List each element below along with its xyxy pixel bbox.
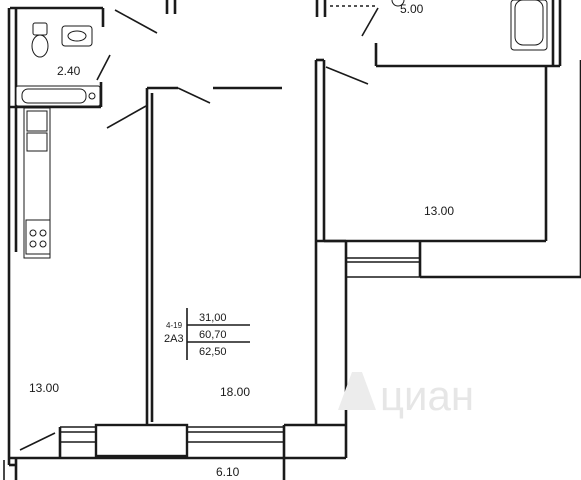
kitchen-fixtures bbox=[23, 107, 51, 259]
stove-burner bbox=[29, 240, 37, 248]
room-area-bathroom: 2.40 bbox=[57, 64, 81, 78]
stove-burner bbox=[39, 229, 47, 237]
door-swing-hall bbox=[114, 9, 158, 34]
door-swing-kitchen bbox=[106, 105, 147, 129]
door-swing-bath2 bbox=[361, 7, 379, 37]
legend-total-area: 60,70 bbox=[199, 329, 227, 341]
watermark: циан bbox=[338, 372, 474, 419]
watermark-text: циан bbox=[380, 372, 474, 419]
room-area-bath2: 5.00 bbox=[400, 2, 424, 16]
walls bbox=[3, 0, 581, 480]
stove-burner bbox=[29, 229, 37, 237]
room-area-living: 18.00 bbox=[220, 385, 250, 399]
door-swing-bedroom bbox=[325, 66, 369, 85]
watermark-logo-icon bbox=[338, 372, 376, 410]
kitchen-sink bbox=[26, 132, 48, 152]
room-area-bedroom: 13.00 bbox=[424, 204, 454, 218]
stove-burner bbox=[39, 240, 47, 248]
door-swings bbox=[19, 5, 379, 451]
legend-code-main: 2А3 bbox=[164, 333, 184, 345]
stove bbox=[25, 219, 51, 255]
bathtub-inner bbox=[21, 88, 87, 104]
bath2-tub-inner bbox=[514, 0, 544, 46]
room-area-kitchen: 13.00 bbox=[29, 381, 59, 395]
door-swing-living bbox=[177, 87, 211, 104]
legend-living-area: 31,00 bbox=[199, 312, 227, 324]
bathroom-fixtures bbox=[15, 22, 101, 107]
area-legend: 4-19 2А3 31,00 60,70 62,50 bbox=[164, 308, 250, 360]
bath2-fixtures bbox=[391, 0, 548, 51]
legend-code-small: 4-19 bbox=[166, 321, 183, 330]
room-labels: 2.40 5.00 13.00 13.00 18.00 6.10 bbox=[29, 2, 454, 479]
toilet-tank bbox=[32, 22, 48, 36]
door-swing-balcony bbox=[19, 432, 56, 451]
door-swing-bathroom bbox=[96, 54, 111, 81]
bath2-fixture-round bbox=[391, 0, 405, 7]
washbasin-bowl bbox=[67, 30, 87, 42]
kitchen-sink-drainboard bbox=[26, 110, 48, 132]
toilet-bowl bbox=[31, 34, 49, 58]
room-area-balcony: 6.10 bbox=[216, 465, 240, 479]
bathtub-tap bbox=[88, 92, 96, 100]
wall-pier bbox=[94, 423, 189, 458]
legend-total-with-balcony: 62,50 bbox=[199, 346, 227, 358]
